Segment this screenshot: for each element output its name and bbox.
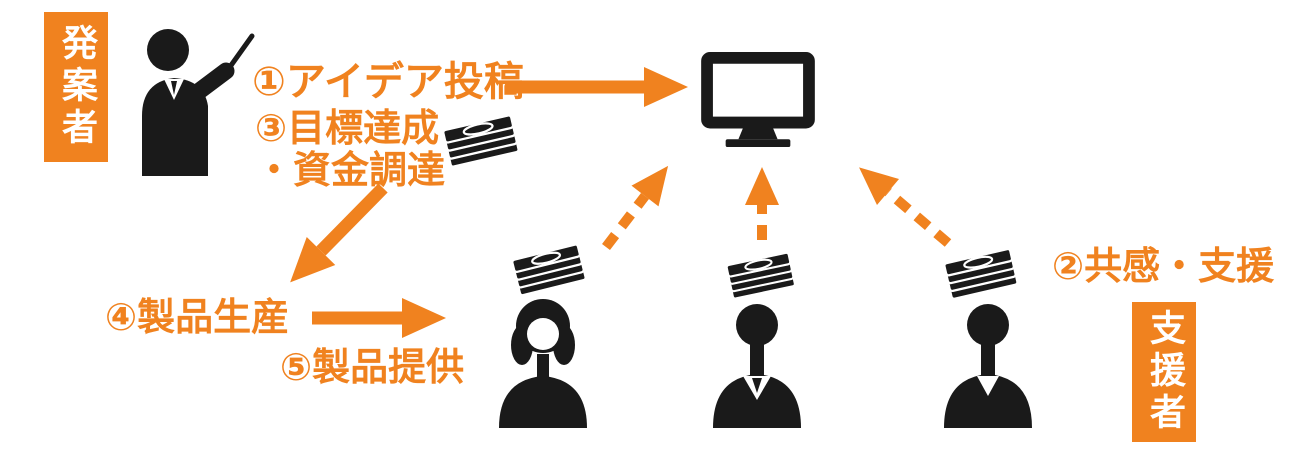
money-stack-icon-left (502, 234, 594, 298)
male-supporter-icon-right (938, 296, 1038, 428)
female-supporter-icon (493, 296, 593, 428)
presenter-icon (116, 26, 256, 176)
money-stack-icon-right (934, 238, 1026, 302)
male-supporter-icon-middle (707, 296, 807, 428)
dashed-arrow-support-left (602, 165, 669, 251)
money-stack-icon-middle (716, 242, 804, 302)
money-stack-icon-funding (434, 104, 526, 170)
step1-idea-post-label: ①アイデア投稿 (252, 59, 524, 105)
monitor-icon (699, 52, 817, 150)
step3-goal-label: ③目標達成 (255, 106, 440, 150)
arrow-funds-to-proposer (290, 183, 388, 283)
supporter-role-label: 支援者 (1132, 302, 1196, 442)
step2-support-label: ②共感・支援 (1052, 244, 1275, 288)
step3-funding-label: ・資金調達 (255, 148, 446, 192)
dashed-arrow-support-right (859, 167, 952, 247)
step5-delivery-label: ⑤製品提供 (280, 345, 465, 389)
proposer-role-label: 発案者 (44, 12, 108, 162)
step4-production-label: ④製品生産 (105, 295, 290, 339)
